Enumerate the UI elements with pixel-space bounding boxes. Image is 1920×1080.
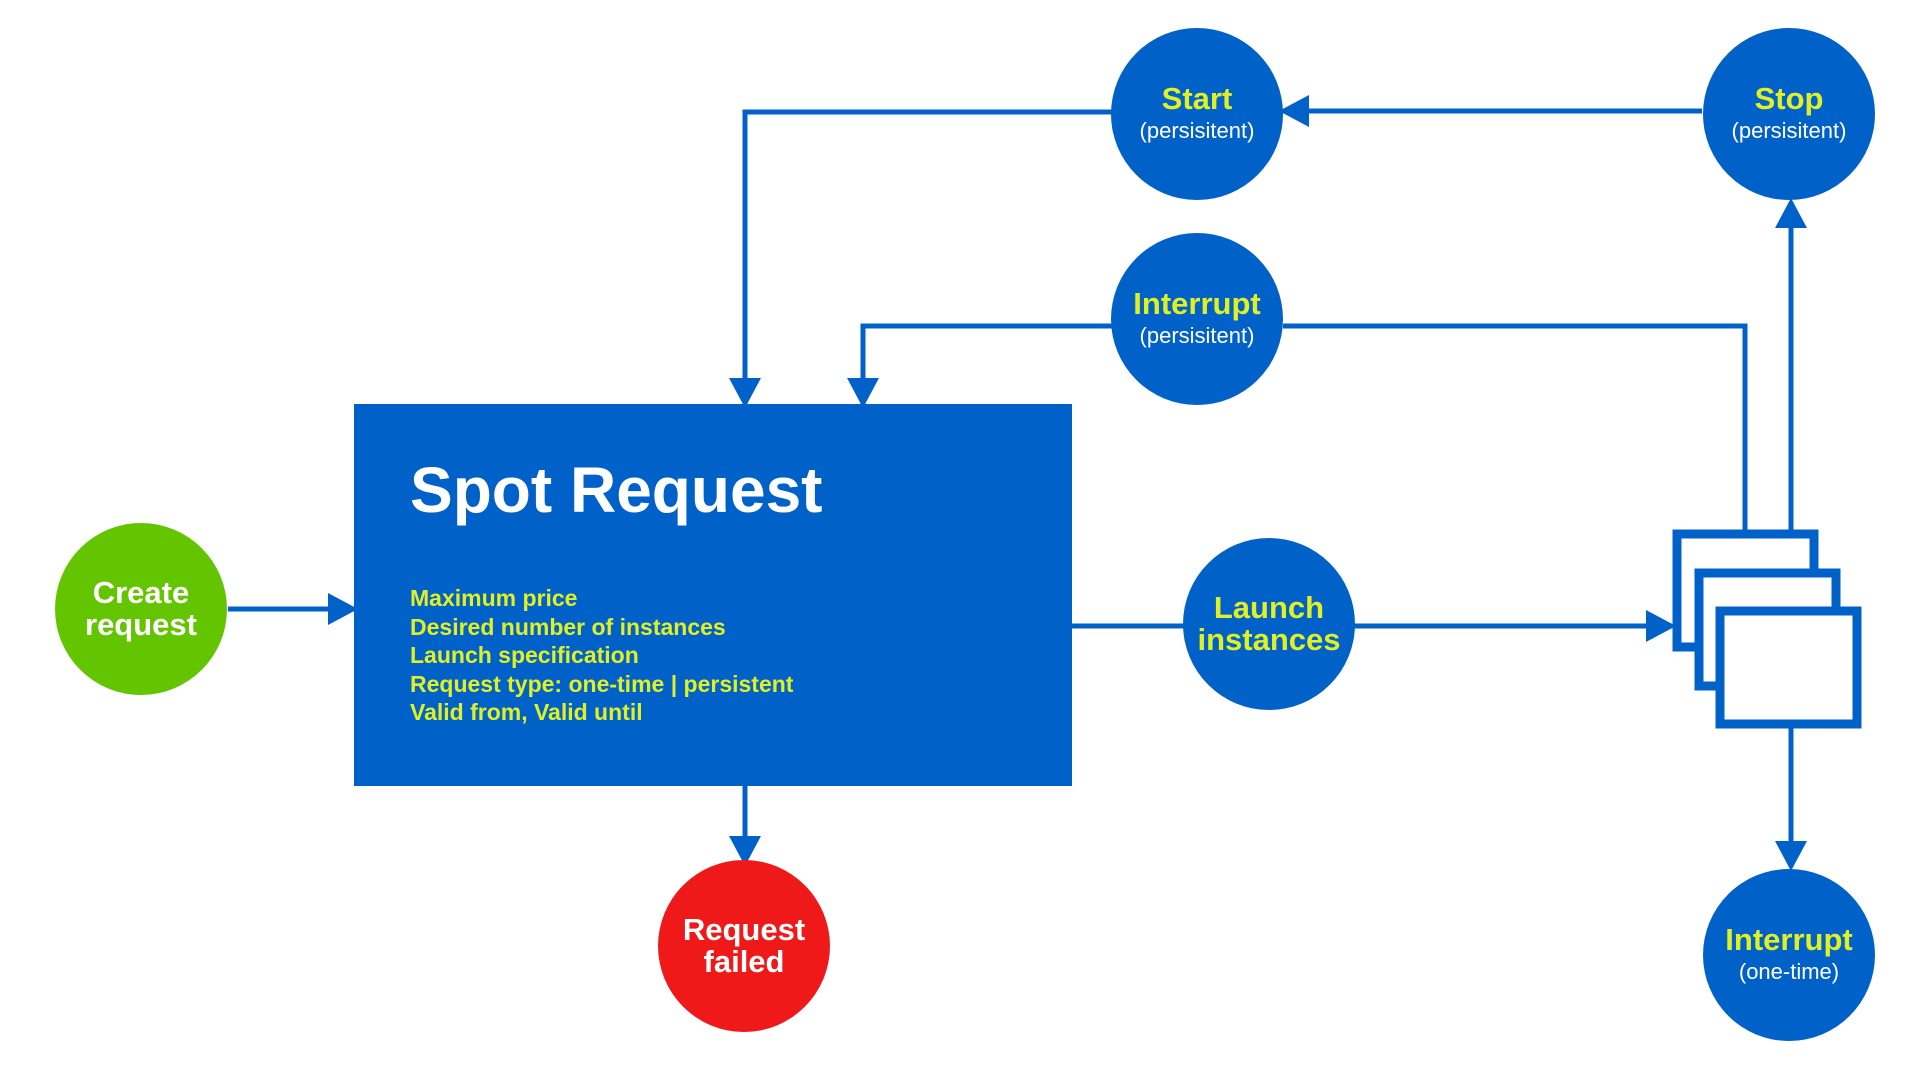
start-label: Start <box>1161 81 1233 116</box>
interrupt-persistent-node: Interrupt (persisitent) <box>1111 233 1283 405</box>
request-failed-label: Request failed <box>682 912 806 979</box>
stop-label: Stop <box>1754 81 1824 116</box>
launch-instances-node: Launch instances <box>1183 538 1355 710</box>
stacked-windows-icon <box>1672 529 1862 729</box>
interrupt-persistent-label: Interrupt <box>1133 286 1261 321</box>
attribute-valid-range: Valid from, Valid until <box>410 699 643 725</box>
attribute-launch-specification: Launch specification <box>410 642 639 668</box>
interrupt-one-time-sublabel: (one-time) <box>1738 959 1840 984</box>
interrupt-one-time-node: Interrupt (one-time) <box>1703 869 1875 1041</box>
spot-request-title: Spot Request <box>410 454 823 526</box>
create-request-node: Create request <box>55 523 227 695</box>
connector-interrupt-persistent-to-spot <box>847 323 1112 408</box>
start-sublabel: (persisitent) <box>1139 118 1255 143</box>
stop-sublabel: (persisitent) <box>1731 118 1847 143</box>
interrupt-one-time-label: Interrupt <box>1725 922 1853 957</box>
attribute-maximum-price: Maximum price <box>410 585 578 611</box>
attribute-request-type: Request type: one-time | persistent <box>410 670 794 697</box>
connector-instances-to-interrupt-persistent <box>1283 323 1748 531</box>
create-request-label: Create request <box>85 575 197 642</box>
spot-request-box: Spot Request Maximum price Desired numbe… <box>354 404 1072 786</box>
connector-start-to-spot <box>729 109 1112 408</box>
start-persistent-node: Start (persisitent) <box>1111 28 1283 200</box>
launch-instances-label: Launch instances <box>1197 590 1341 657</box>
request-failed-node: Request failed <box>658 860 830 1032</box>
interrupt-persistent-sublabel: (persisitent) <box>1139 323 1255 348</box>
attribute-desired-instances: Desired number of instances <box>410 613 726 640</box>
spot-request-attributes: Maximum price Desired number of instance… <box>410 584 793 727</box>
stop-persistent-node: Stop (persisitent) <box>1703 28 1875 200</box>
